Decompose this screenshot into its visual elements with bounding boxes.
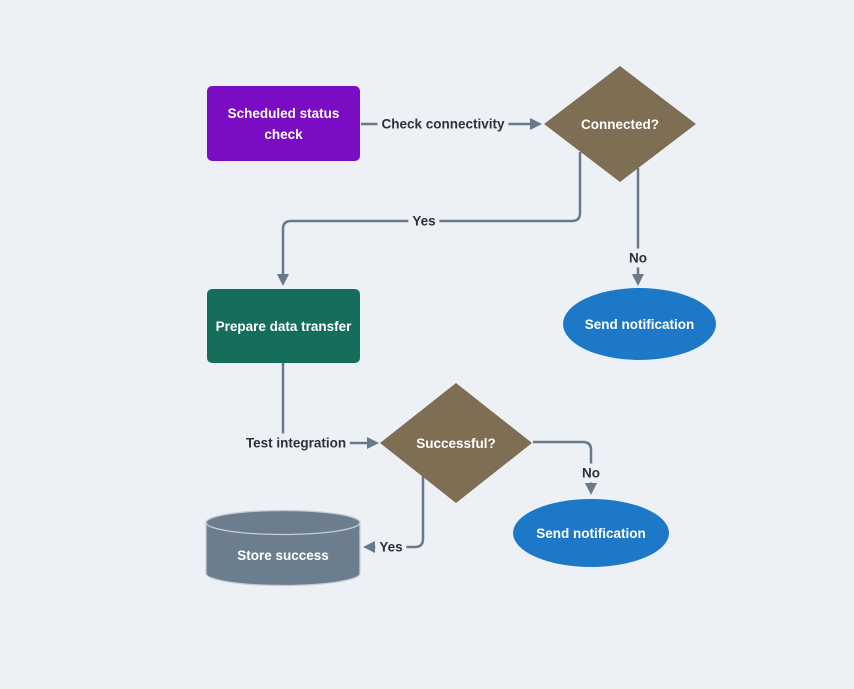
node-store-success: Store success (204, 509, 362, 587)
diamond-shape (544, 66, 696, 182)
edge-label-check-connectivity: Check connectivity (377, 114, 509, 134)
node-label: Send notification (584, 316, 695, 332)
node-label: Prepare data transfer (215, 318, 352, 334)
arrowhead-into-prepare-data-transfer (277, 274, 289, 286)
node-prepare-data-transfer: Prepare data transfer (207, 289, 360, 363)
cylinder-shape (205, 509, 361, 587)
node-send-notification-success: Send notification (513, 499, 669, 567)
node-label: Successful? (416, 435, 496, 451)
arrowhead-into-send-notification-success (585, 483, 597, 495)
diamond-shape (380, 383, 532, 503)
node-label: Connected? (580, 116, 659, 132)
edge-label-test-integration: Test integration (241, 433, 351, 453)
arrowhead-into-connected (530, 118, 542, 130)
node-label: Scheduled status check (227, 105, 340, 142)
edge-label-successful-no: No (578, 463, 604, 483)
node-scheduled-status-check: Scheduled status check (207, 86, 360, 161)
edge-label-successful-yes: Yes (375, 537, 407, 557)
node-successful: Successful? (380, 383, 532, 503)
edge-test-integration (281, 363, 369, 445)
edge-label-connected-yes: Yes (408, 211, 440, 231)
node-label: Store success (237, 547, 329, 563)
arrowhead-into-successful (367, 437, 379, 449)
node-label: Send notification (536, 525, 646, 541)
edge-label-connected-no: No (625, 248, 651, 268)
node-connected: Connected? (544, 66, 696, 182)
node-send-notification-connect: Send notification (563, 288, 716, 360)
arrowhead-into-store-success (363, 541, 375, 553)
arrowhead-into-send-notification-connect (632, 274, 644, 286)
